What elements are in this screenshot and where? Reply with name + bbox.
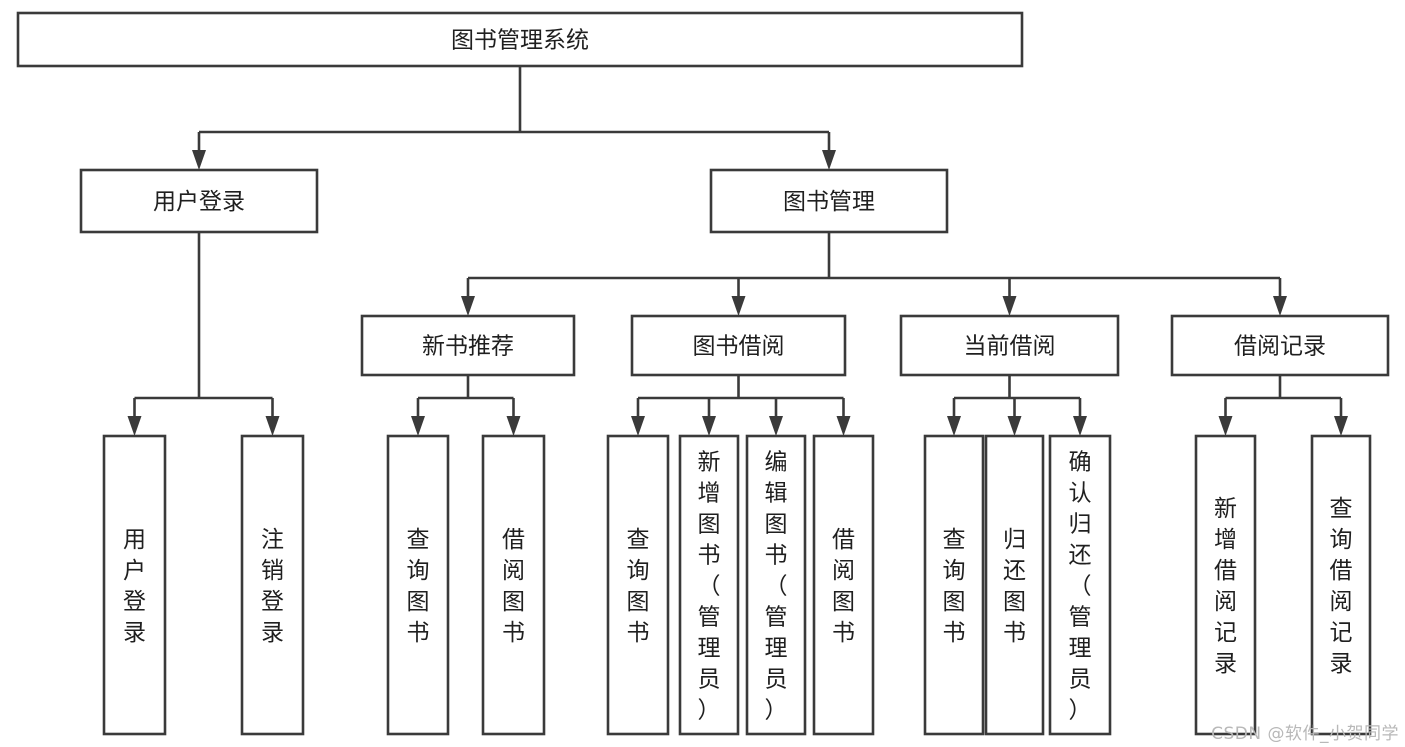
arrow-head-user-login [192,150,206,170]
node-leaf-add-borrow-record[interactable]: 新增借阅记录 [1194,434,1257,736]
arrow-head-leaf-borrow-book [836,416,851,436]
node-label-leaf-query-book-borrow: 查询图书 [627,527,650,646]
arrow-head-book-borrow [731,296,746,316]
node-box-book-manage[interactable] [709,168,949,234]
arrow-head-leaf-borrow-book-recommend [506,416,521,436]
arrow-head-leaf-query-book-borrow [631,416,645,436]
node-label-leaf-user-login: 用户登录 [123,527,146,646]
node-box-user-login[interactable] [79,168,319,234]
arrow-head-book-manage [822,150,836,170]
node-leaf-edit-book-admin[interactable]: 编辑图书（管理员） [745,434,807,736]
node-layer: 图书管理系统用户登录图书管理新书推荐图书借阅当前借阅借阅记录用户登录注销登录查询… [16,11,1390,736]
node-box-leaf-borrow-book-recommend[interactable] [481,434,546,736]
node-box-leaf-add-book-admin[interactable] [678,434,740,736]
node-leaf-query-borrow-record[interactable]: 查询借阅记录 [1310,434,1372,736]
node-borrow-record[interactable]: 借阅记录 [1170,314,1390,377]
node-label-leaf-add-borrow-record: 新增借阅记录 [1214,496,1237,677]
node-root[interactable]: 图书管理系统 [16,11,1024,68]
node-leaf-query-book-borrow[interactable]: 查询图书 [606,434,670,736]
node-leaf-add-book-admin[interactable]: 新增图书（管理员） [678,434,740,736]
arrow-head-leaf-query-borrow-record [1334,416,1348,436]
node-leaf-user-login[interactable]: 用户登录 [102,434,167,736]
node-box-leaf-query-book-current[interactable] [923,434,985,736]
arrow-head-leaf-user-login [127,416,142,436]
node-box-leaf-logout-login[interactable] [240,434,305,736]
node-label-leaf-borrow-book-recommend: 借阅图书 [502,527,525,646]
node-label-leaf-logout-login: 注销登录 [261,527,284,646]
arrow-head-leaf-edit-book-admin [769,416,783,436]
arrow-head-leaf-add-book-admin [702,416,716,436]
node-box-book-borrow[interactable] [630,314,847,377]
node-box-leaf-query-book-recommend[interactable] [386,434,450,736]
node-label-leaf-query-book-recommend: 查询图书 [407,527,430,646]
node-label-user-login: 用户登录 [153,189,245,215]
node-label-leaf-confirm-return-admin: 确认归还（管理员） [1069,450,1092,724]
arrow-head-leaf-add-borrow-record [1218,416,1233,436]
node-label-leaf-query-book-current: 查询图书 [943,527,966,646]
node-box-current-borrow[interactable] [899,314,1120,377]
node-box-leaf-user-login[interactable] [102,434,167,736]
node-leaf-query-book-recommend[interactable]: 查询图书 [386,434,450,736]
node-label-borrow-record: 借阅记录 [1234,334,1326,360]
node-box-root[interactable] [16,11,1024,68]
node-book-borrow[interactable]: 图书借阅 [630,314,847,377]
node-label-root: 图书管理系统 [451,28,589,54]
arrow-head-leaf-logout-login [265,416,280,436]
node-leaf-return-book[interactable]: 归还图书 [984,434,1045,736]
connector-layer [127,66,1348,436]
node-book-manage[interactable]: 图书管理 [709,168,949,234]
arrow-head-new-book-recommend [461,296,475,316]
node-new-book-recommend[interactable]: 新书推荐 [360,314,576,377]
node-label-book-manage: 图书管理 [783,189,875,215]
arrow-head-leaf-confirm-return-admin [1073,416,1087,436]
arrow-head-current-borrow [1002,296,1017,316]
node-leaf-logout-login[interactable]: 注销登录 [240,434,305,736]
node-box-leaf-query-book-borrow[interactable] [606,434,670,736]
node-box-leaf-borrow-book[interactable] [812,434,875,736]
arrow-head-leaf-return-book [1007,416,1022,436]
arrow-head-leaf-query-book-recommend [411,416,425,436]
node-user-login[interactable]: 用户登录 [79,168,319,234]
node-label-leaf-add-book-admin: 新增图书（管理员） [698,450,721,724]
node-box-new-book-recommend[interactable] [360,314,576,377]
node-label-leaf-query-borrow-record: 查询借阅记录 [1330,496,1353,677]
node-box-leaf-add-borrow-record[interactable] [1194,434,1257,736]
node-box-leaf-confirm-return-admin[interactable] [1048,434,1112,736]
node-label-book-borrow: 图书借阅 [693,334,785,360]
node-leaf-query-book-current[interactable]: 查询图书 [923,434,985,736]
node-label-leaf-borrow-book: 借阅图书 [832,527,855,646]
arrow-head-borrow-record [1273,296,1287,316]
arrow-head-leaf-query-book-current [947,416,961,436]
node-label-new-book-recommend: 新书推荐 [422,334,514,360]
node-box-borrow-record[interactable] [1170,314,1390,377]
node-leaf-borrow-book-recommend[interactable]: 借阅图书 [481,434,546,736]
node-current-borrow[interactable]: 当前借阅 [899,314,1120,377]
node-leaf-borrow-book[interactable]: 借阅图书 [812,434,875,736]
node-label-current-borrow: 当前借阅 [964,334,1056,360]
node-box-leaf-query-borrow-record[interactable] [1310,434,1372,736]
node-label-leaf-return-book: 归还图书 [1003,527,1026,646]
node-box-leaf-return-book[interactable] [984,434,1045,736]
node-leaf-confirm-return-admin[interactable]: 确认归还（管理员） [1048,434,1112,736]
node-box-leaf-edit-book-admin[interactable] [745,434,807,736]
node-label-leaf-edit-book-admin: 编辑图书（管理员） [765,450,788,724]
